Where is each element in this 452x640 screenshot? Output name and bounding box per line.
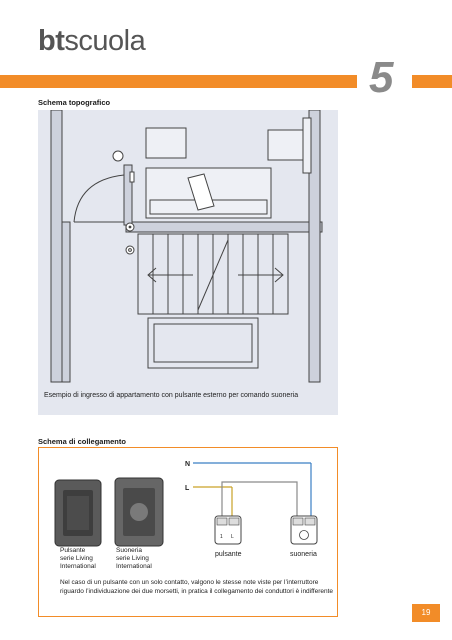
floor-slab (125, 221, 323, 233)
floorplan-drawing (50, 109, 323, 383)
topographic-title: Schema topografico (38, 98, 111, 107)
topographic-diagram (38, 109, 338, 415)
brand-logo: btscuola (38, 25, 146, 57)
terminal-L-label: L (231, 534, 234, 540)
topographic-caption: Esempio di ingresso di appartamento con … (44, 392, 299, 399)
right-wall (308, 109, 321, 383)
buzzer-caption: Suoneria serie Living International (116, 547, 152, 570)
pushbutton-caption: Pulsante serie Living International (60, 547, 96, 570)
left-wall (50, 109, 63, 383)
buzzer-product-image (114, 477, 164, 547)
left-inner-wall (61, 221, 71, 383)
terminal-1-label: 1 (220, 534, 223, 540)
phase-label: L (185, 485, 190, 492)
suoneria-label: suoneria (290, 551, 317, 558)
buzzer-symbol (290, 515, 318, 545)
lamp-icon (112, 150, 124, 162)
staircase (137, 233, 289, 315)
bell-icon (125, 245, 135, 255)
header-accent-bar-right (412, 75, 452, 88)
connection-diagram: N L 1 L pulsante suoneria (38, 447, 338, 617)
pushbutton-product-image (54, 479, 102, 547)
chapter-number: 5 (369, 53, 394, 102)
pulsante-label: pulsante (215, 551, 242, 558)
pushbutton-symbol: 1 L (214, 515, 242, 545)
wiring-note: Nel caso di un pulsante con un solo cont… (60, 579, 334, 595)
armchair (145, 127, 187, 159)
neutral-label: N (185, 461, 190, 468)
wall-unit (302, 117, 312, 174)
indoor-switch-icon (129, 171, 135, 183)
stair-landing (147, 317, 259, 369)
link-wire (221, 481, 298, 518)
header-accent-bar (0, 75, 357, 88)
page-number: 19 (412, 604, 440, 622)
door-swing (73, 174, 125, 223)
connection-title: Schema di collegamento (38, 437, 126, 446)
wiring-drawing: N L 1 L pulsante suoneria (54, 461, 318, 558)
